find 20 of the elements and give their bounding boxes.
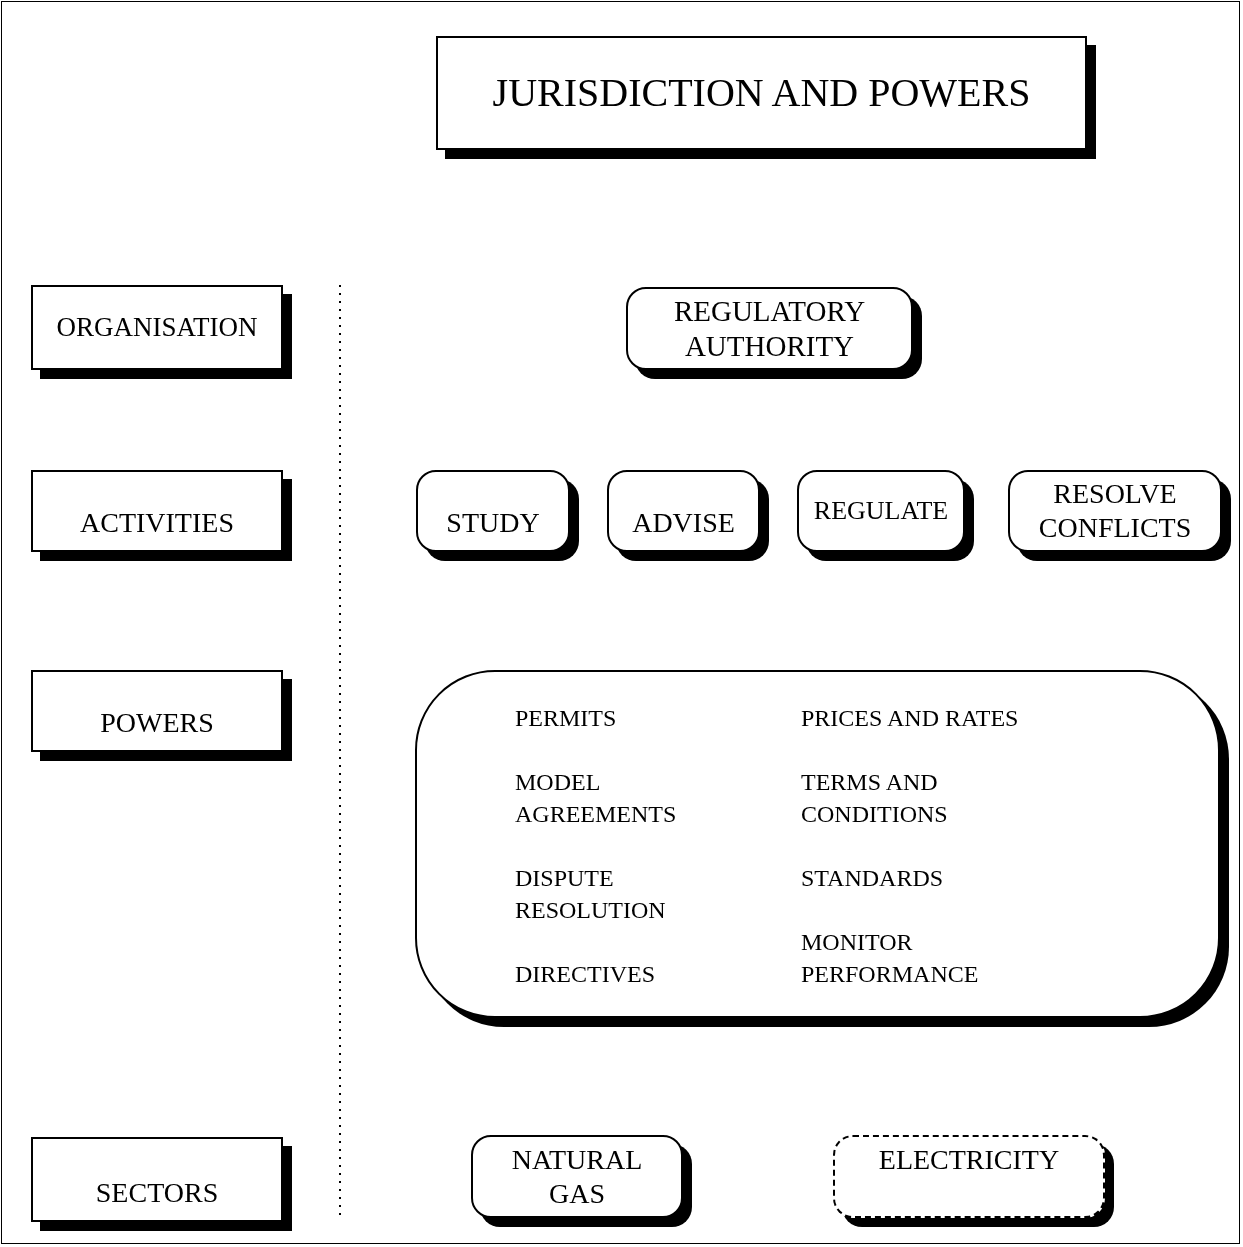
box-label: ORGANISATION <box>56 311 258 344</box>
box-label: SECTORS <box>95 1176 219 1210</box>
power-item: DISPUTE RESOLUTION <box>515 864 667 925</box>
box-label: REGULATORY AUTHORITY <box>672 293 867 364</box>
power-item: STANDARDS <box>801 864 945 893</box>
power-item: MODEL AGREEMENTS <box>515 768 678 829</box>
power-item: TERMS AND CONDITIONS <box>801 768 949 829</box>
box-label: ADVISE <box>632 506 735 540</box>
box-label: RESOLVE CONFLICTS <box>1037 477 1193 545</box>
box-label: REGULATE <box>813 495 949 527</box>
box-label: NATURAL GAS <box>510 1142 644 1211</box>
box-label: JURISDICTION AND POWERS <box>492 69 1031 117</box>
box-label: STUDY <box>446 506 540 540</box>
box-label: ACTIVITIES <box>80 506 234 540</box>
power-item: DIRECTIVES <box>515 960 656 989</box>
box-label: POWERS <box>100 706 214 740</box>
power-item: MONITOR PERFORMANCE <box>801 928 980 989</box>
power-item: PERMITS <box>515 704 618 733</box>
box-label: ELECTRICITY <box>878 1143 1060 1177</box>
power-item: PRICES AND RATES <box>801 704 1020 733</box>
